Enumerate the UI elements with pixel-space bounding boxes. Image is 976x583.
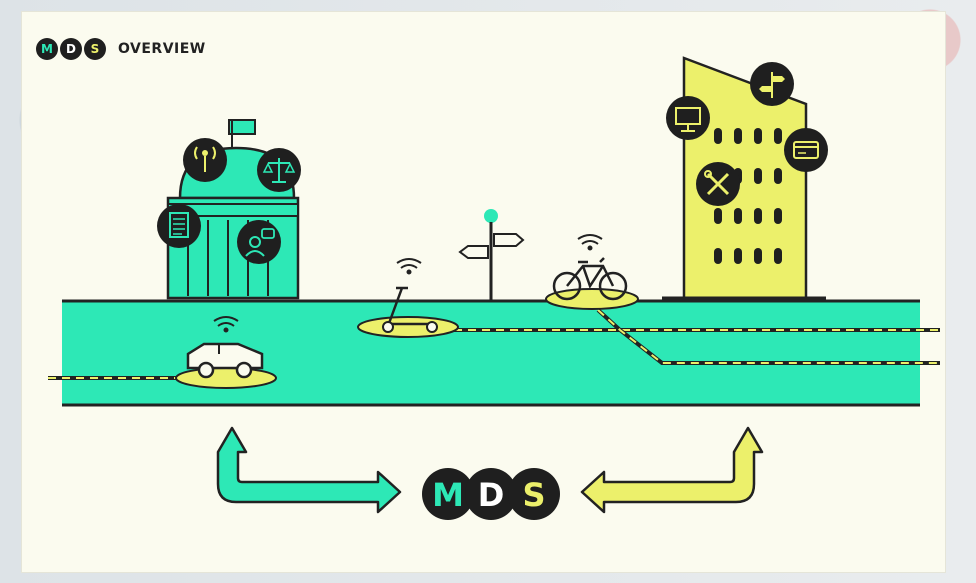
tools-icon <box>696 162 740 206</box>
left-flow-arrow <box>218 428 400 512</box>
signpost-icon <box>750 62 794 106</box>
credit-card-icon <box>784 128 828 172</box>
center-logo-letter-m: M <box>432 476 464 514</box>
wifi-icon <box>578 235 602 250</box>
monitor-icon <box>666 96 710 140</box>
wireless-tower-icon <box>183 138 227 182</box>
document-icon <box>157 204 201 248</box>
office-building <box>662 58 826 298</box>
direction-sign-icon <box>460 209 523 300</box>
mds-logo-center: M D S <box>422 468 560 520</box>
wifi-icon <box>397 259 421 274</box>
scales-icon <box>257 148 301 192</box>
right-flow-arrow <box>582 428 762 512</box>
bicycle-icon <box>546 258 638 309</box>
person-chat-icon <box>237 220 281 264</box>
center-logo-letter-s: S <box>522 476 545 514</box>
center-logo-letter-d: D <box>478 476 505 514</box>
